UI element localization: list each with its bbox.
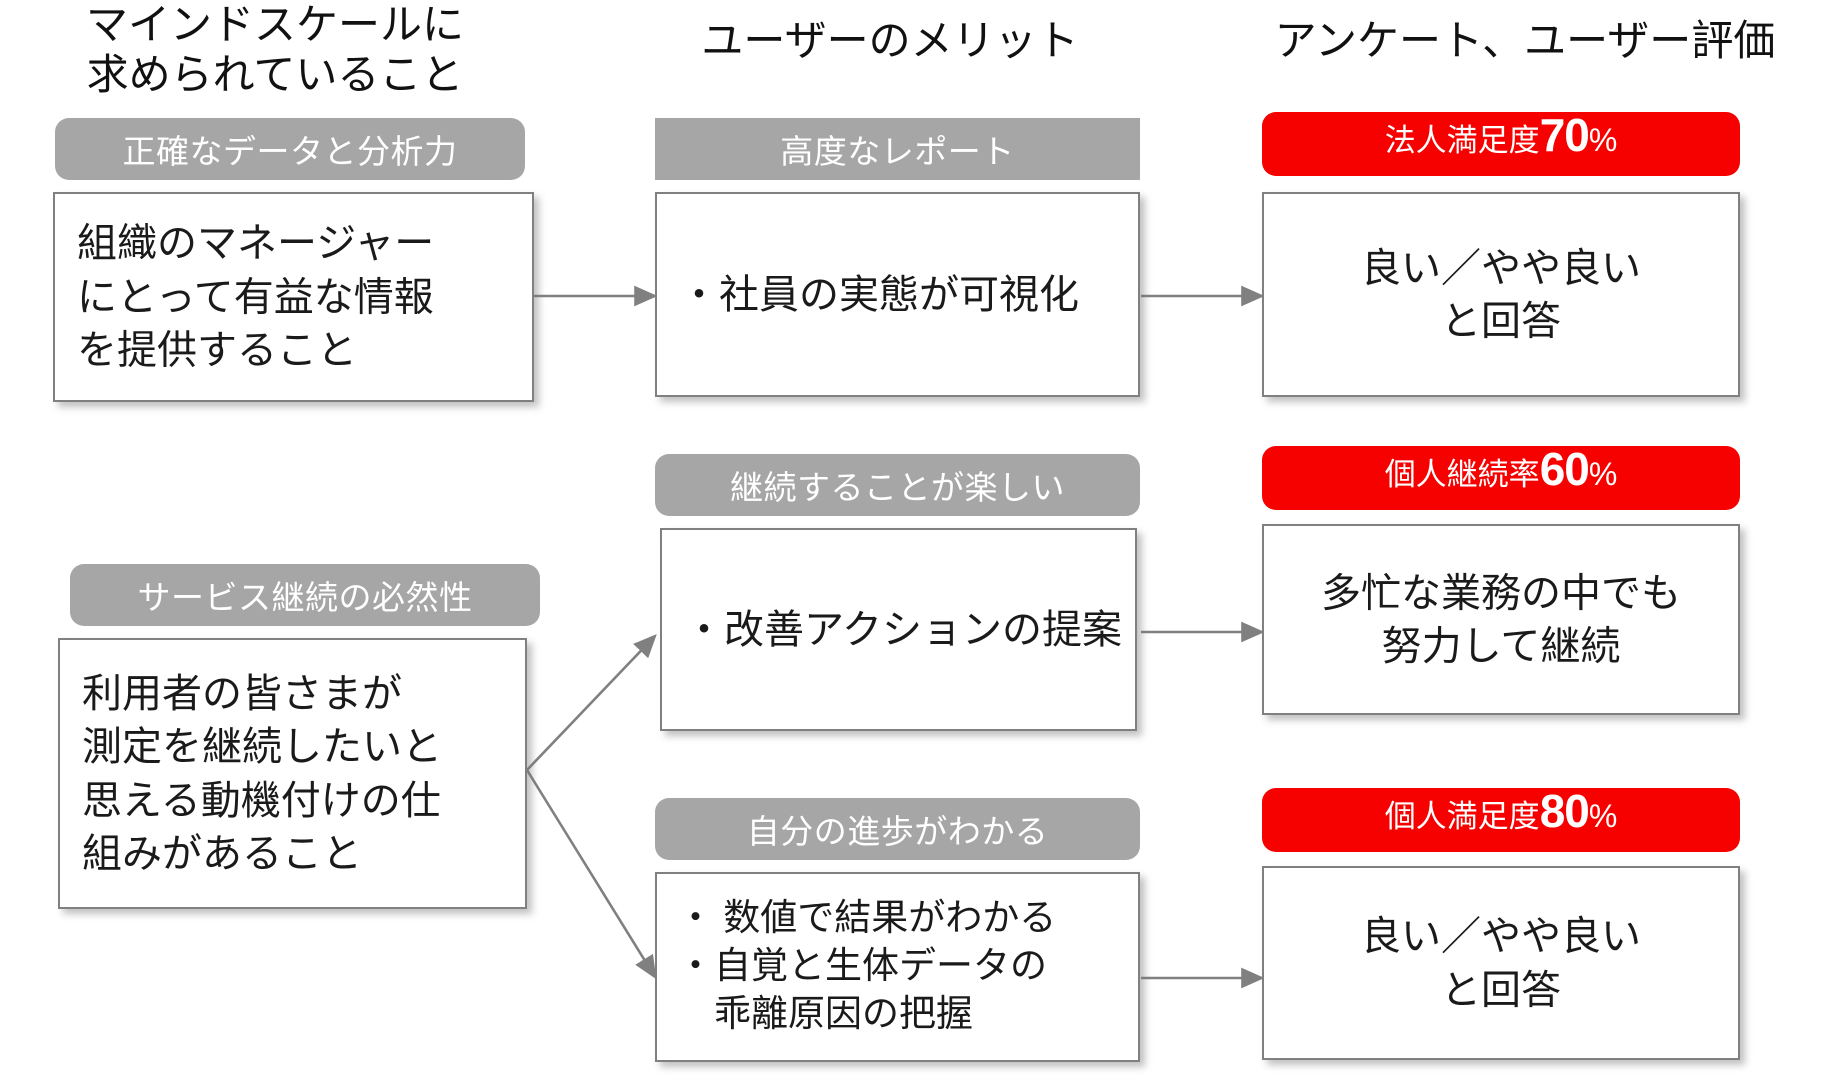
badge-label-individual-retention: 個人継続率 xyxy=(1384,457,1540,492)
box-requirement-2-text: 利用者の皆さまが 測定を継続したいと 思える動機付けの仕 組みがあること xyxy=(82,670,442,877)
box-result-1: 良い／やや良い と回答 xyxy=(1262,192,1740,397)
box-benefit-2-text: ・改善アクションの提案 xyxy=(684,606,1122,652)
badge-label-individual-satisfaction: 個人満足度 xyxy=(1384,799,1540,834)
box-result-2-text: 多忙な業務の中でも 努力して継続 xyxy=(1321,569,1681,669)
badge-service-continuity: サービス継続の必然性 xyxy=(70,564,540,626)
arrow-req2-to-benefit2 xyxy=(526,634,657,771)
badge-advanced-report: 高度なレポート xyxy=(655,118,1140,180)
badge-accurate-data-analysis: 正確なデータと分析力 xyxy=(55,118,525,180)
badge-see-own-progress: 自分の進歩がわかる xyxy=(655,798,1140,860)
badge-continuing-is-fun: 継続することが楽しい xyxy=(655,454,1140,516)
badge-label-corporate-satisfaction: 法人満足度 xyxy=(1384,123,1540,158)
box-benefit-1: ・社員の実態が可視化 xyxy=(655,192,1140,397)
column-header-user-benefits: ユーザーのメリット xyxy=(701,19,1079,65)
column-header-requirements: マインドスケールに 求められていること xyxy=(85,3,464,99)
arrow-req2-to-benefit3 xyxy=(525,769,657,980)
box-benefit-3-text: ・ 数値で結果がわかる ・自覚と生体データの 乖離原因の把握 xyxy=(677,897,1057,1036)
box-result-3-text: 良い／やや良い と回答 xyxy=(1361,913,1641,1012)
box-requirement-1: 組織のマネージャー にとって有益な情報 を提供すること xyxy=(53,192,534,402)
box-result-3: 良い／やや良い と回答 xyxy=(1262,866,1740,1060)
box-result-2: 多忙な業務の中でも 努力して継続 xyxy=(1262,524,1740,715)
box-result-1-text: 良い／やや良い と回答 xyxy=(1361,244,1641,344)
box-benefit-2: ・改善アクションの提案 xyxy=(660,528,1137,731)
box-benefit-1-text: ・社員の実態が可視化 xyxy=(679,271,1079,317)
box-benefit-3: ・ 数値で結果がわかる ・自覚と生体データの 乖離原因の把握 xyxy=(655,872,1140,1062)
column-header-survey-evaluation: アンケート、ユーザー評価 xyxy=(1274,19,1776,65)
badge-value-60: 60 xyxy=(1539,443,1590,495)
box-requirement-2: 利用者の皆さまが 測定を継続したいと 思える動機付けの仕 組みがあること xyxy=(58,638,527,909)
badge-percent-sign: % xyxy=(1588,122,1618,158)
badge-value-80: 80 xyxy=(1539,785,1590,837)
box-requirement-1-text: 組織のマネージャー にとって有益な情報 を提供すること xyxy=(77,220,435,373)
badge-value-70: 70 xyxy=(1539,109,1590,161)
badge-percent-sign: % xyxy=(1588,798,1618,834)
badge-percent-sign: % xyxy=(1588,456,1618,492)
